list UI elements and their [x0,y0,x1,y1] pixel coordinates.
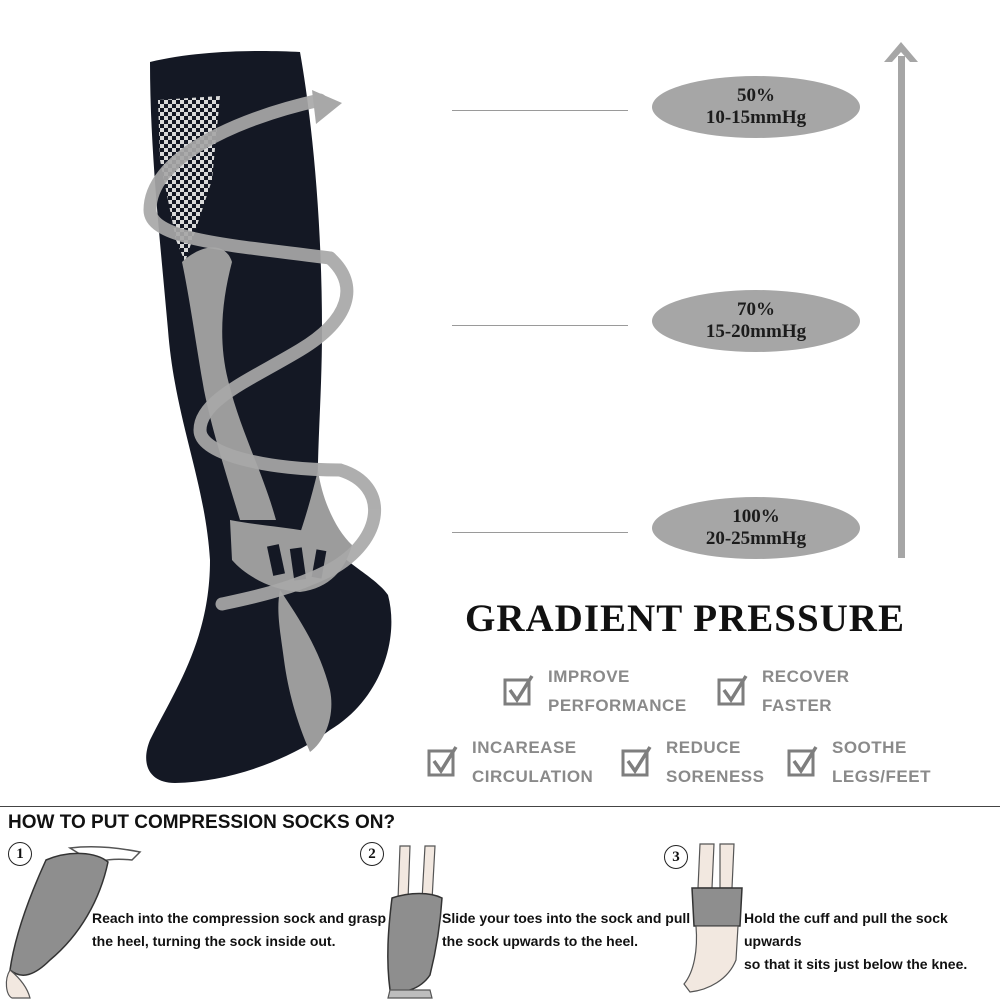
compression-sock-illustration [143,51,392,784]
step-instruction: Hold the cuff and pull the sock upwards … [744,907,1000,976]
benefit-item: REDUCE SORENESS [620,733,764,791]
pressure-leader-line [452,325,628,326]
step-number: 3 [664,845,688,869]
step-instruction: Reach into the compression sock and gras… [92,907,386,953]
step-line: Reach into the compression sock and gras… [92,910,387,926]
benefit-line: LEGS/FEET [832,767,931,786]
check-box-icon [717,675,748,706]
check-box-icon [621,746,652,777]
calf-stripe [296,470,352,549]
foot-stripe [278,590,332,752]
step-instruction: Slide your toes into the sock and pull t… [442,907,690,953]
up-arrow-icon [884,42,918,558]
step-number: 2 [360,842,384,866]
benefit-line: RECOVER [762,667,850,686]
section-divider [0,806,1000,807]
benefit-line: IMPROVE [548,667,630,686]
pressure-leader-line [452,110,628,111]
check-box-icon [787,746,818,777]
benefit-line: CIRCULATION [472,767,594,786]
pressure-percent: 70% [737,299,775,320]
check-box-icon [503,675,534,706]
pressure-value: 15-20mmHg [705,321,807,342]
benefit-line: SOOTHE [832,738,907,757]
check-box-icon [427,746,458,777]
pressure-badge-middle: 70% 15-20mmHg [652,290,860,352]
step-line: the sock upwards to the heel. [442,933,639,949]
step-line: Hold the cuff and pull the sock upwards [744,910,948,949]
benefit-line: INCAREASE [472,738,577,757]
step-line: the heel, turning the sock inside out. [92,933,336,949]
pressure-value: 10-15mmHg [705,107,807,128]
benefit-line: SORENESS [666,767,765,786]
spiral-arrow-icon [143,93,381,611]
pressure-value: 20-25mmHg [705,528,807,549]
shin-stripe [182,247,276,521]
step-2-illustration [387,845,443,999]
benefit-line: FASTER [762,696,833,715]
spiral-arrow-head [312,90,342,124]
step-line: Slide your toes into the sock and pull [442,910,691,926]
gradient-pressure-headline: GRADIENT PRESSURE [465,597,905,640]
pressure-percent: 100% [732,506,780,527]
benefit-line: PERFORMANCE [548,696,687,715]
benefit-item: RECOVER FASTER [716,662,850,720]
sock-body [146,51,392,784]
benefit-item: SOOTHE LEGS/FEET [786,733,931,791]
step-1-illustration [5,846,142,999]
benefit-item: IMPROVE PERFORMANCE [502,662,687,720]
pressure-leader-line [452,532,628,533]
step-line: so that it sits just below the knee. [744,956,968,972]
pressure-badge-bottom: 100% 20-25mmHg [652,497,860,559]
pressure-percent: 50% [737,85,775,106]
step-3-illustration [683,843,743,993]
benefit-line: REDUCE [666,738,741,757]
benefit-item: INCAREASE CIRCULATION [426,733,593,791]
pressure-badge-top: 50% 10-15mmHg [652,76,860,138]
step-number: 1 [8,842,32,866]
howto-title: HOW TO PUT COMPRESSION SOCKS ON? [8,812,396,833]
